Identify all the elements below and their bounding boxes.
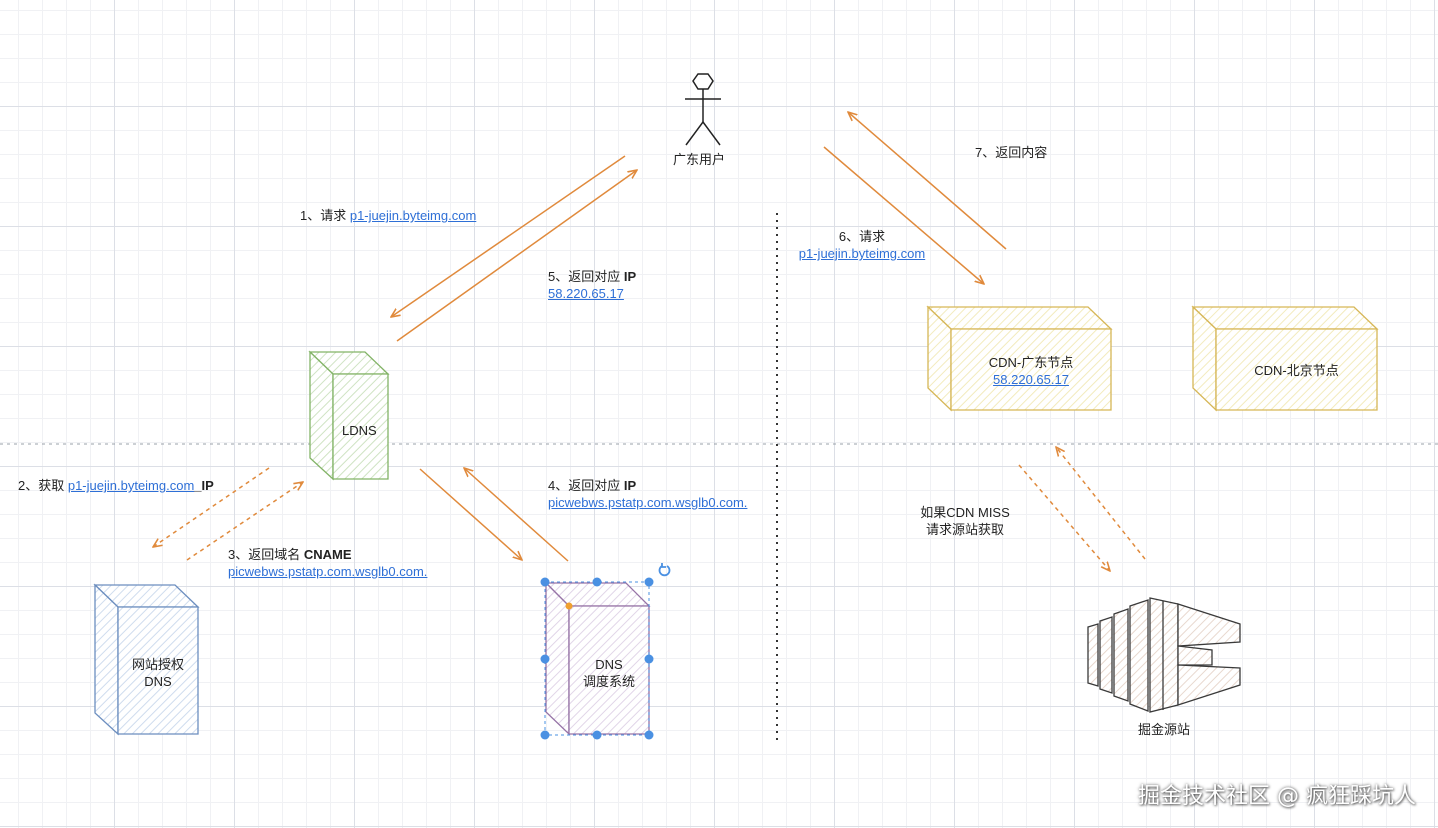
step3-bold: CNAME — [303, 547, 352, 562]
arrow-ldns-to-dns-scheduler — [419, 468, 522, 560]
auth-dns-label-line1: 网站授权 — [131, 657, 184, 672]
cdn-guangdong-ip-link[interactable]: 58.220.65.17 — [993, 372, 1069, 387]
rotate-icon[interactable] — [658, 563, 671, 577]
arrow-origin-to-cdn — [1056, 447, 1146, 560]
arrows — [391, 112, 1007, 562]
cdn-beijing-label: CDN-北京节点 — [1254, 363, 1339, 378]
cdn-guangdong-title: CDN-广东节点 — [988, 355, 1074, 370]
step1-prefix: 1、请求 — [300, 208, 350, 223]
step2-suffix: _IP — [194, 478, 214, 493]
selection-handles[interactable] — [540, 577, 654, 740]
step2-label: 2、获取 p1-juejin.byteimg.com_IP — [18, 477, 214, 494]
step4-label: 4、返回对应 IP picwebws.pstatp.com.wsglb0.com… — [548, 477, 747, 511]
ldns-server-cube — [308, 350, 390, 481]
arrow-step7-return-content — [848, 112, 1007, 250]
auth-dns-label: 网站授权 DNS — [118, 656, 198, 690]
step7-label: 7、返回内容 — [975, 145, 1048, 160]
arrow-step4-return-ip — [464, 468, 569, 562]
perspective-handle[interactable] — [565, 602, 573, 610]
step3-cname-link[interactable]: picwebws.pstatp.com.wsglb0.com. — [228, 564, 428, 579]
arrow-step6-request — [823, 146, 984, 284]
origin-label: 掘金源站 — [1138, 722, 1191, 737]
step5-label: 5、返回对应 IP 58.220.65.17 — [548, 268, 636, 302]
arrow-step5-return-ip — [396, 170, 637, 342]
dns-scheduler-server-cube[interactable] — [540, 563, 671, 740]
step6-prefix: 6、请求 — [838, 229, 886, 244]
watermark: 掘金技术社区 @ 疯狂踩坑人 — [1138, 784, 1416, 809]
step6-domain-link[interactable]: p1-juejin.byteimg.com — [798, 246, 926, 261]
auth-dns-label-line2: DNS — [144, 674, 172, 689]
step6-label: 6、请求 p1-juejin.byteimg.com — [792, 228, 932, 262]
ldns-label: LDNS — [342, 423, 377, 438]
cdn-miss-label: 如果CDN MISS 请求源站获取 — [905, 504, 1025, 538]
user-stick-figure-icon — [685, 73, 721, 146]
step2-domain-link[interactable]: p1-juejin.byteimg.com — [67, 478, 195, 493]
dns-scheduler-label-line2: 调度系统 — [582, 674, 635, 689]
cdn-miss-line2: 请求源站获取 — [925, 522, 1004, 537]
arrow-step1-request — [391, 155, 626, 317]
step4-bold: IP — [623, 478, 637, 493]
step4-cname-link[interactable]: picwebws.pstatp.com.wsglb0.com. — [548, 495, 748, 510]
dns-scheduler-label: DNS 调度系统 — [569, 656, 649, 690]
step5-prefix: 5、返回对应 — [548, 269, 624, 284]
dns-scheduler-label-line1: DNS — [595, 657, 623, 672]
arrow-cdn-to-origin — [1018, 464, 1110, 571]
step5-ip-link[interactable]: 58.220.65.17 — [548, 286, 624, 301]
step3-label: 3、返回域名 CNAME picwebws.pstatp.com.wsglb0.… — [228, 546, 427, 580]
user-label: 广东用户 — [673, 152, 726, 167]
step1-label: 1、请求 p1-juejin.byteimg.com — [300, 207, 476, 224]
cdn-miss-line1: 如果CDN MISS — [920, 505, 1010, 520]
step1-domain-link[interactable]: p1-juejin.byteimg.com — [349, 208, 477, 223]
auth-dns-server-cube — [93, 583, 200, 736]
step3-prefix: 3、返回域名 — [228, 547, 304, 562]
step4-prefix: 4、返回对应 — [548, 478, 624, 493]
origin-server-icon — [1087, 597, 1241, 713]
step2-prefix: 2、获取 — [18, 478, 68, 493]
cdn-guangdong-label: CDN-广东节点 58.220.65.17 — [951, 354, 1111, 388]
step5-bold: IP — [623, 269, 637, 284]
cdn-beijing-node-cube — [1191, 305, 1379, 412]
cdn-guangdong-node-cube — [926, 305, 1113, 412]
